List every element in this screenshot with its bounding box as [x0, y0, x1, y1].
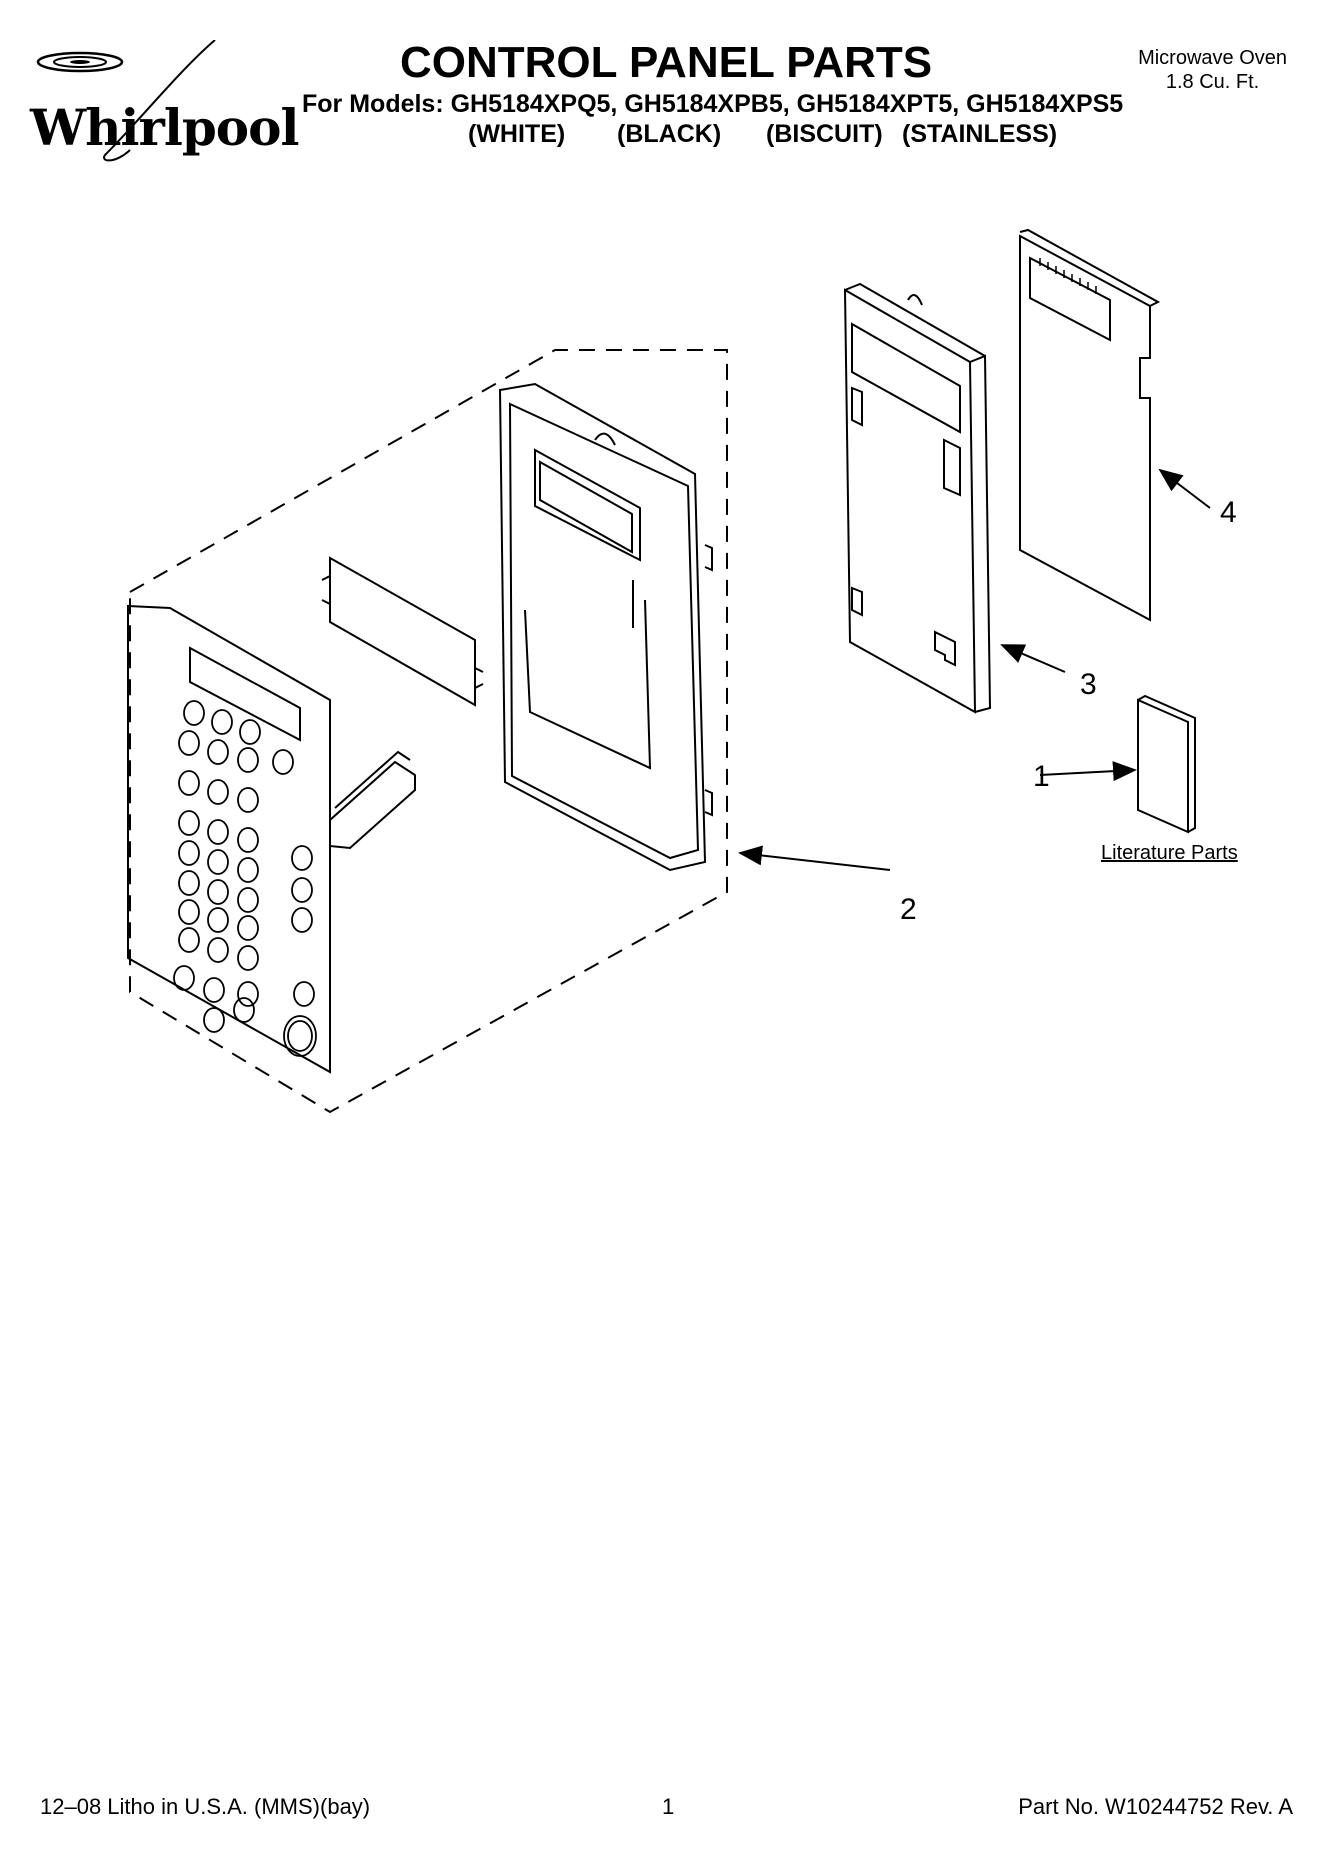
keypad-button	[237, 981, 259, 1007]
keypad-start-dial-inner	[287, 1020, 313, 1052]
keypad-button	[207, 907, 229, 933]
finish-biscuit: (BISCUIT)	[766, 120, 883, 148]
keypad-button	[237, 945, 259, 971]
keypad-button	[178, 840, 200, 866]
literature-booklet	[1137, 694, 1196, 834]
keypad-button	[237, 887, 259, 913]
callout-1: 1	[1033, 760, 1050, 793]
keypad-button	[178, 870, 200, 896]
keypad-button	[291, 907, 313, 933]
footer-page-number: 1	[662, 1794, 675, 1819]
keypad-button	[207, 819, 229, 845]
keypad-button	[207, 779, 229, 805]
keypad-button	[178, 810, 200, 836]
callout-leaders	[738, 468, 1211, 871]
keypad-button	[272, 749, 294, 775]
keypad-button	[178, 899, 200, 925]
keypad-button	[293, 981, 315, 1007]
display-window-lens	[321, 556, 484, 707]
finish-white: (WHITE)	[468, 120, 566, 148]
keypad-button	[183, 700, 205, 726]
keypad-button	[207, 739, 229, 765]
finish-black: (BLACK)	[617, 120, 722, 148]
page-title: CONTROL PANEL PARTS	[400, 38, 933, 87]
models-line: For Models: GH5184XPQ5, GH5184XPB5, GH51…	[302, 90, 1124, 118]
keypad-button	[237, 747, 259, 773]
control-panel-frame	[498, 382, 713, 872]
keypad-button	[239, 719, 261, 745]
control-board-housing	[843, 282, 992, 714]
keypad-button	[178, 770, 200, 796]
keypad-button	[237, 787, 259, 813]
circuit-board	[1019, 228, 1161, 622]
keypad-button	[173, 965, 195, 991]
keypad-button	[237, 857, 259, 883]
footer-part-number: Part No. W10244752 Rev. A	[1018, 1794, 1293, 1819]
brand-name: Whirlpool	[30, 98, 299, 157]
keypad-button	[207, 937, 229, 963]
keypad-buttons	[173, 700, 317, 1057]
callout-2: 2	[900, 893, 917, 926]
finish-stainless: (STAINLESS)	[902, 120, 1058, 148]
keypad-button	[211, 709, 233, 735]
whirlpool-logo: Whirlpool	[20, 39, 299, 170]
keypad-button	[178, 730, 200, 756]
keypad-button	[237, 915, 259, 941]
callout-3: 3	[1080, 668, 1097, 701]
callout-4: 4	[1220, 496, 1237, 529]
keypad-button	[178, 927, 200, 953]
assembly-dashed-outline	[129, 349, 728, 1114]
product-capacity: 1.8 Cu. Ft.	[1165, 71, 1260, 93]
keypad-button	[207, 879, 229, 905]
product-name: Microwave Oven	[1138, 47, 1287, 69]
keypad-button	[233, 997, 255, 1023]
keypad-button	[291, 877, 313, 903]
keypad-button	[237, 827, 259, 853]
literature-parts-label: Literature Parts	[1101, 842, 1238, 864]
board-connector-pins	[1039, 258, 1097, 294]
product-info: Microwave Oven 1.8 Cu. Ft.	[1138, 46, 1287, 94]
keypad-button	[291, 845, 313, 871]
footer-litho: 12–08 Litho in U.S.A. (MMS)(bay)	[40, 1794, 371, 1819]
keypad-button	[203, 1007, 225, 1033]
keypad-membrane	[127, 604, 416, 1074]
keypad-button	[203, 977, 225, 1003]
keypad-button	[207, 849, 229, 875]
logo-swirl-icon	[36, 39, 216, 162]
keypad-start-dial	[283, 1015, 317, 1057]
